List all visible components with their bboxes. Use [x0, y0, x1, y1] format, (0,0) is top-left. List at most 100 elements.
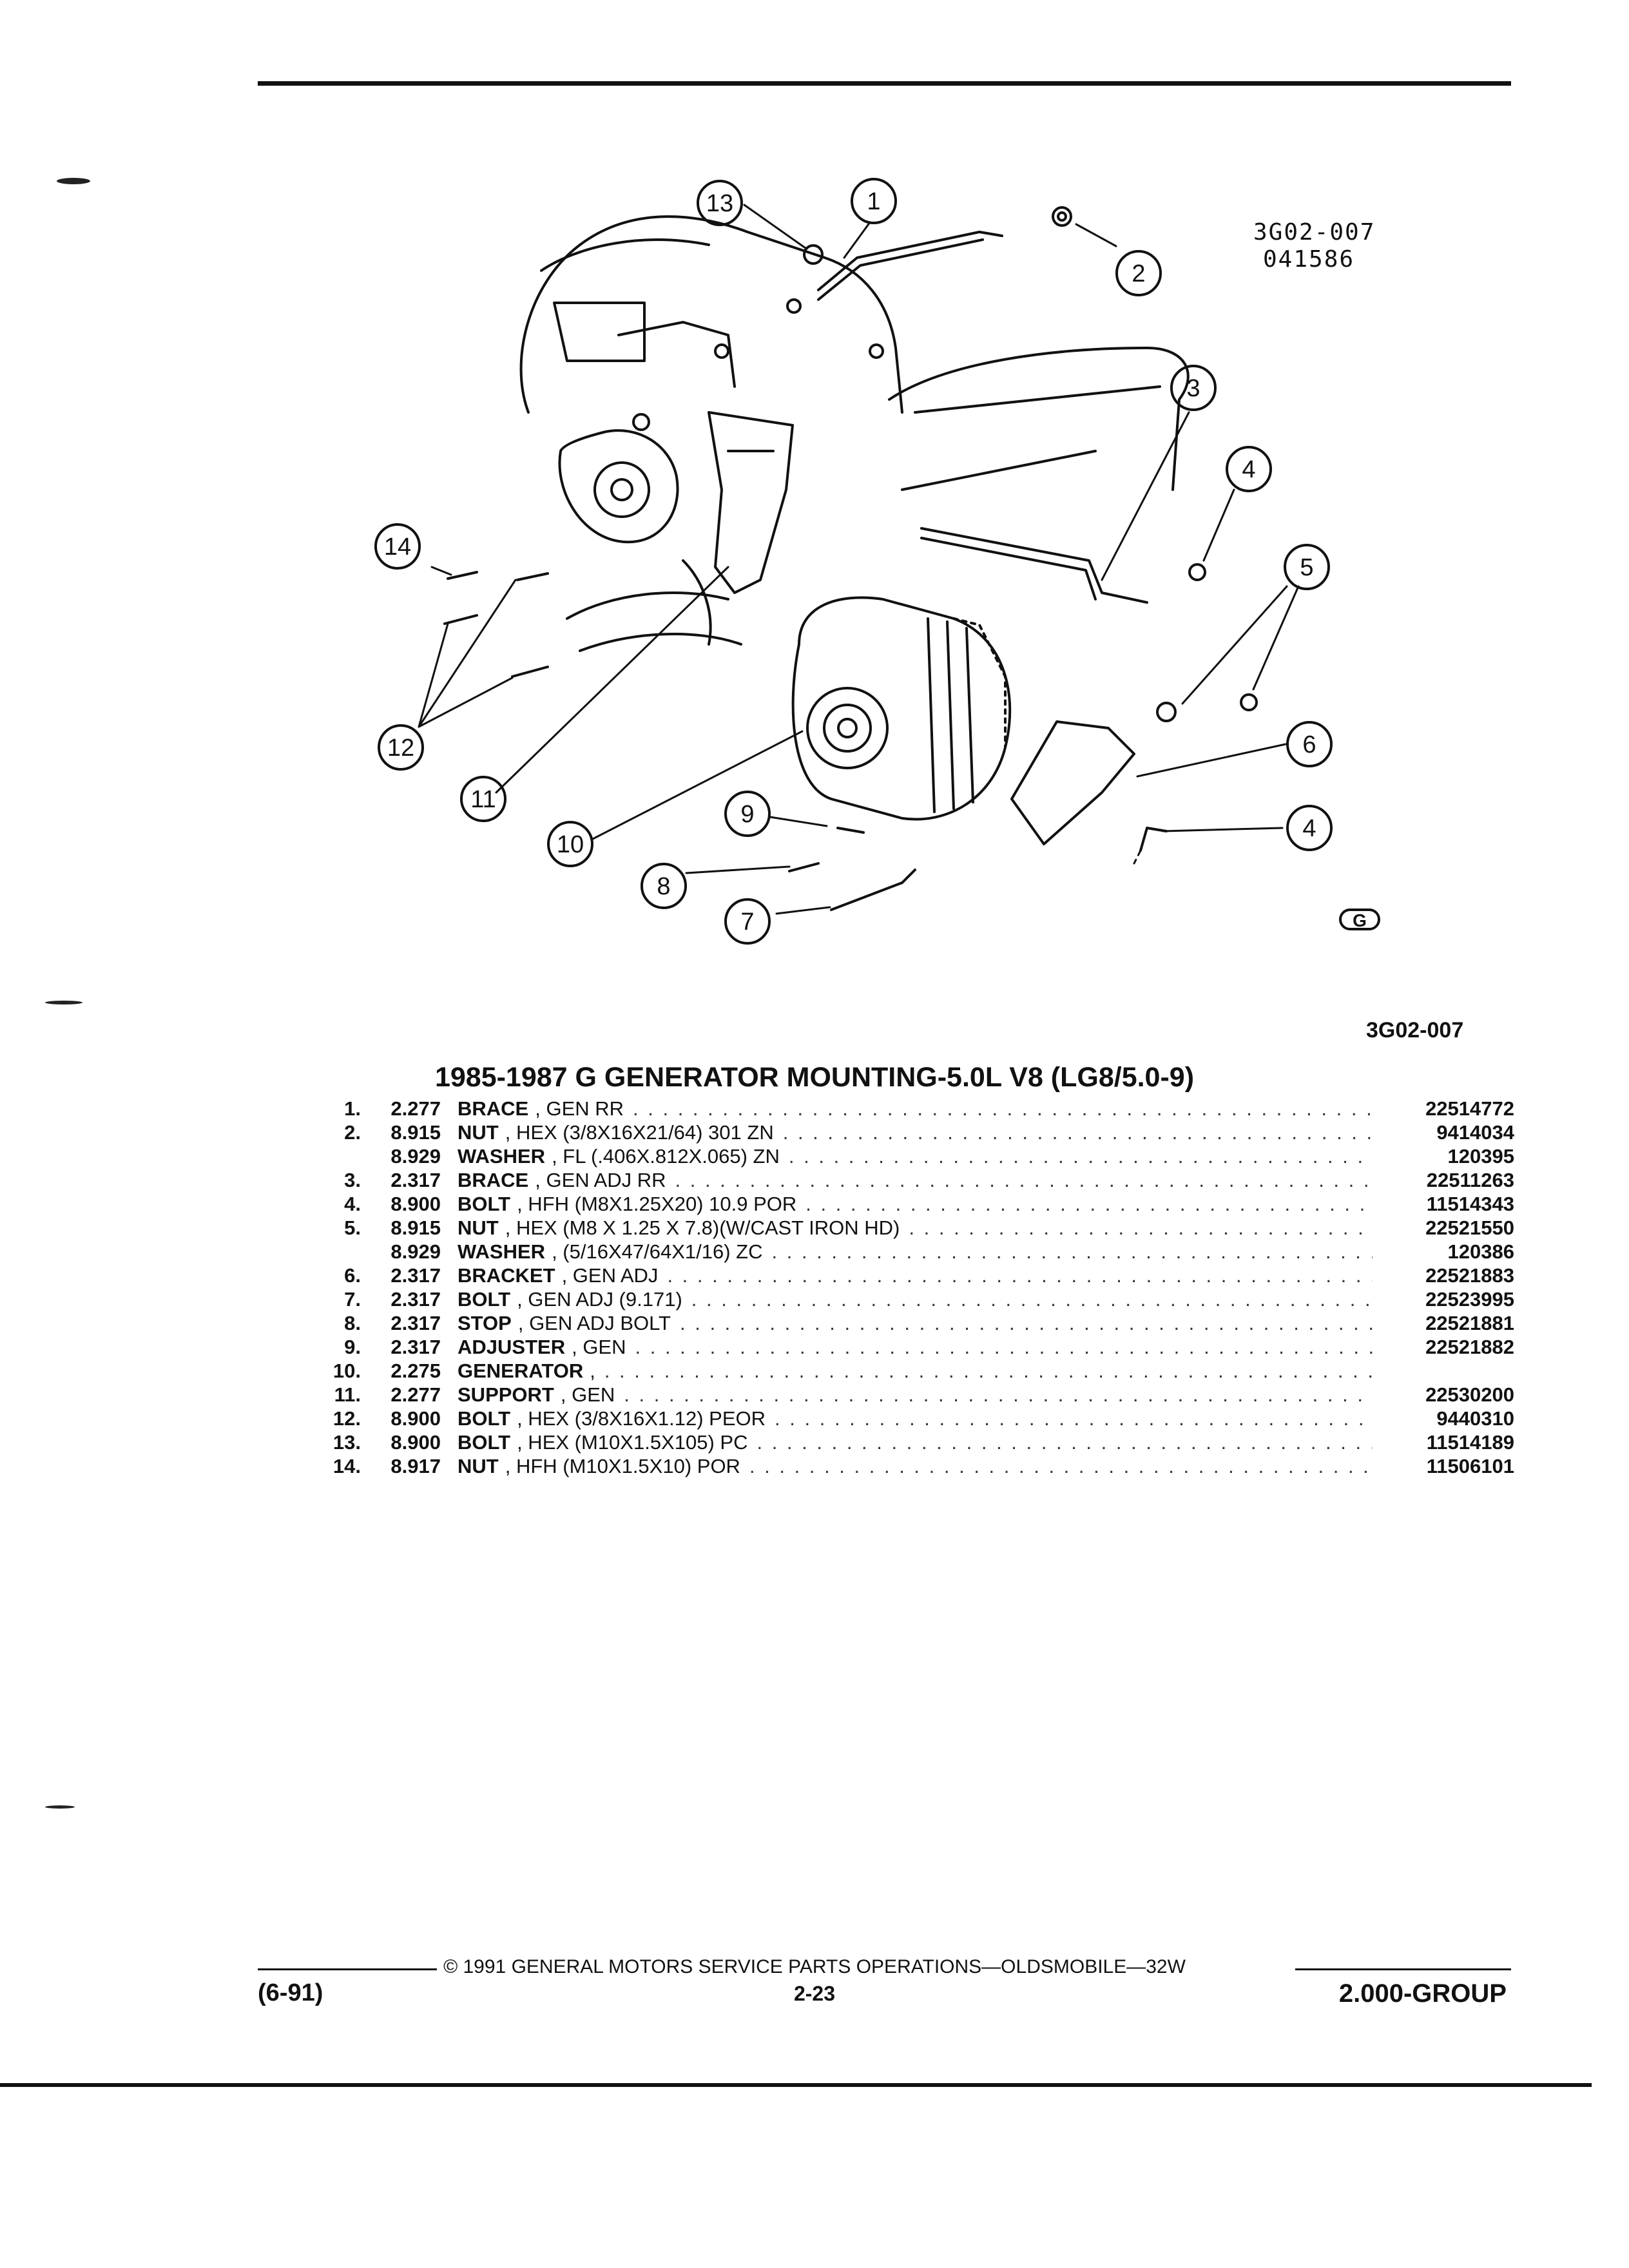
callout-text: 2 — [1132, 260, 1145, 287]
part-detail: , FL (.406X.812X.065) ZN — [552, 1145, 780, 1168]
leader-lines — [418, 204, 1300, 915]
part-index: 5. — [344, 1216, 361, 1239]
callout-9 — [724, 791, 771, 837]
leader-dots: . . . . . . . . . . . . . . . . . . . . … — [691, 1288, 1373, 1311]
callout-text: 8 — [657, 873, 670, 900]
part-index: 14. — [333, 1455, 361, 1477]
callout-11 — [460, 776, 506, 822]
callout-text: 9 — [740, 801, 754, 828]
callout-7 — [724, 898, 771, 945]
part-name: BOLT — [458, 1288, 511, 1311]
page-number: 2-23 — [793, 1982, 836, 2005]
part-description: BOLT, HFH (M8X1.25X20) 10.9 POR. . . . .… — [458, 1192, 1373, 1216]
part-group-code: 8.929 — [390, 1240, 441, 1263]
callouts — [374, 178, 1333, 945]
part-group-code: 2.317 — [390, 1288, 441, 1311]
group-label: 2.000-GROUP — [1338, 1979, 1507, 2008]
part-detail: , HEX (M10X1.5X105) PC — [517, 1431, 748, 1454]
engine-block-drawing — [519, 215, 1190, 652]
part-group-code: 8.900 — [390, 1431, 441, 1454]
leader-dots: . . . . . . . . . . . . . . . . . . . . … — [633, 1097, 1373, 1120]
part-description: NUT, HEX (3/8X16X21/64) 301 ZN. . . . . … — [458, 1120, 1373, 1144]
part-description: BRACKET, GEN ADJ. . . . . . . . . . . . … — [458, 1264, 1373, 1287]
leader-dots: . . . . . . . . . . . . . . . . . . . . … — [788, 1145, 1373, 1168]
part-name: WASHER — [458, 1240, 546, 1263]
callout-4-upper — [1226, 446, 1272, 492]
top-rule — [258, 81, 1511, 86]
callout-5 — [1284, 544, 1330, 590]
part-index: 11. — [334, 1383, 361, 1406]
part-group-code: 8.929 — [390, 1145, 441, 1168]
part-number: 22511263 — [1426, 1169, 1514, 1191]
part-detail: , GEN ADJ RR — [535, 1169, 666, 1191]
part-name: WASHER — [458, 1145, 546, 1168]
part-name: BOLT — [458, 1193, 511, 1215]
part-name: BRACE — [458, 1097, 529, 1120]
part-number: 22521883 — [1425, 1264, 1514, 1287]
gen-adj-bolt-drawing — [830, 869, 916, 911]
part-detail: , GEN — [560, 1383, 615, 1406]
callout-text: 13 — [706, 190, 733, 217]
part-description: SUPPORT, GEN. . . . . . . . . . . . . . … — [458, 1383, 1373, 1407]
part-number: 11514343 — [1426, 1193, 1514, 1215]
part-name: NUT — [458, 1216, 499, 1239]
part-description: NUT , HEX (M8 X 1.25 X 7.8)(W/CAST IRON H… — [458, 1216, 1373, 1240]
fastener-drawings — [443, 206, 1258, 872]
part-group-code: 8.915 — [390, 1121, 441, 1144]
part-number: 120395 — [1447, 1145, 1514, 1168]
part-group-code: 8.900 — [390, 1407, 441, 1430]
part-detail: , GEN RR — [535, 1097, 624, 1120]
part-description: BOLT, HEX (M10X1.5X105) PC. . . . . . . … — [458, 1430, 1373, 1454]
parts-title: 1985-1987 G GENERATOR MOUNTING-5.0L V8 (… — [434, 1062, 1195, 1093]
part-group-code: 8.915 — [390, 1216, 441, 1239]
part-number: 22523995 — [1425, 1288, 1514, 1311]
callout-10 — [547, 821, 593, 867]
parts-list: 1. 2.277 BRACE , GEN RR . . . . . . . . . . … — [303, 1097, 1514, 1478]
part-description: BOLT , GEN ADJ (9.171) . . . . . . . . . .… — [458, 1287, 1373, 1311]
part-name: BOLT — [458, 1407, 511, 1430]
leader-dots: . . . . . . . . . . . . . . . . . . . . … — [805, 1193, 1373, 1215]
part-group-code: 2.317 — [390, 1312, 441, 1334]
callout-text: 4 — [1302, 815, 1316, 842]
part-index: 1. — [344, 1097, 361, 1120]
leader-dots: . . . . . . . . . . . . . . . . . . . . … — [675, 1169, 1373, 1191]
callout-text: 1 — [867, 188, 880, 215]
part-index: 9. — [344, 1336, 361, 1358]
generator-mounting-diagram: 13 1 2 3 4 5 6 4 9 10 11 12 13 14 8 7 G — [374, 178, 1380, 945]
part-name: BOLT — [458, 1431, 511, 1454]
part-index: 13. — [333, 1431, 361, 1454]
callout-3 — [1170, 365, 1217, 411]
part-number: 9440310 — [1436, 1407, 1514, 1430]
part-detail: , (5/16X47/64X1/16) ZC — [552, 1240, 763, 1263]
callout-text: 6 — [1302, 731, 1316, 758]
part-group-code: 8.900 — [390, 1193, 441, 1215]
scan-mark — [57, 178, 90, 184]
gen-rr-brace-drawing — [817, 231, 1003, 301]
part-detail: , HFH (M10X1.5X10) POR — [505, 1455, 740, 1477]
callout-12 — [378, 724, 424, 771]
part-group-code: 2.317 — [390, 1336, 441, 1358]
part-description: WASHER, (5/16X47/64X1/16) ZC. . . . . . … — [458, 1240, 1373, 1264]
part-group-code: 2.277 — [390, 1383, 441, 1406]
g-logo-text: G — [1353, 910, 1367, 930]
leader-dots: . . . . . . . . . . . . . . . . . . . . … — [909, 1216, 1373, 1239]
part-detail: , GEN ADJ (9.171) — [517, 1288, 682, 1311]
callout-8 — [641, 863, 687, 909]
part-detail: , HEX (3/8X16X1.12) PEOR — [517, 1407, 766, 1430]
callout-text: 3 — [1186, 375, 1200, 402]
generator-drawing — [791, 596, 1012, 821]
leader-dots: . . . . . . . . . . . . . . . . . . . . … — [635, 1336, 1373, 1358]
callout-14 — [697, 180, 743, 226]
part-name: SUPPORT — [458, 1383, 554, 1406]
part-group-code: 2.277 — [390, 1097, 441, 1120]
part-group-code: 2.317 — [390, 1264, 441, 1287]
part-group-code: 8.917 — [390, 1455, 441, 1477]
part-number: 22521882 — [1425, 1336, 1514, 1358]
part-detail: , HEX (M8 X 1.25 X 7.8)(W/CAST IRON HD) — [505, 1216, 900, 1239]
